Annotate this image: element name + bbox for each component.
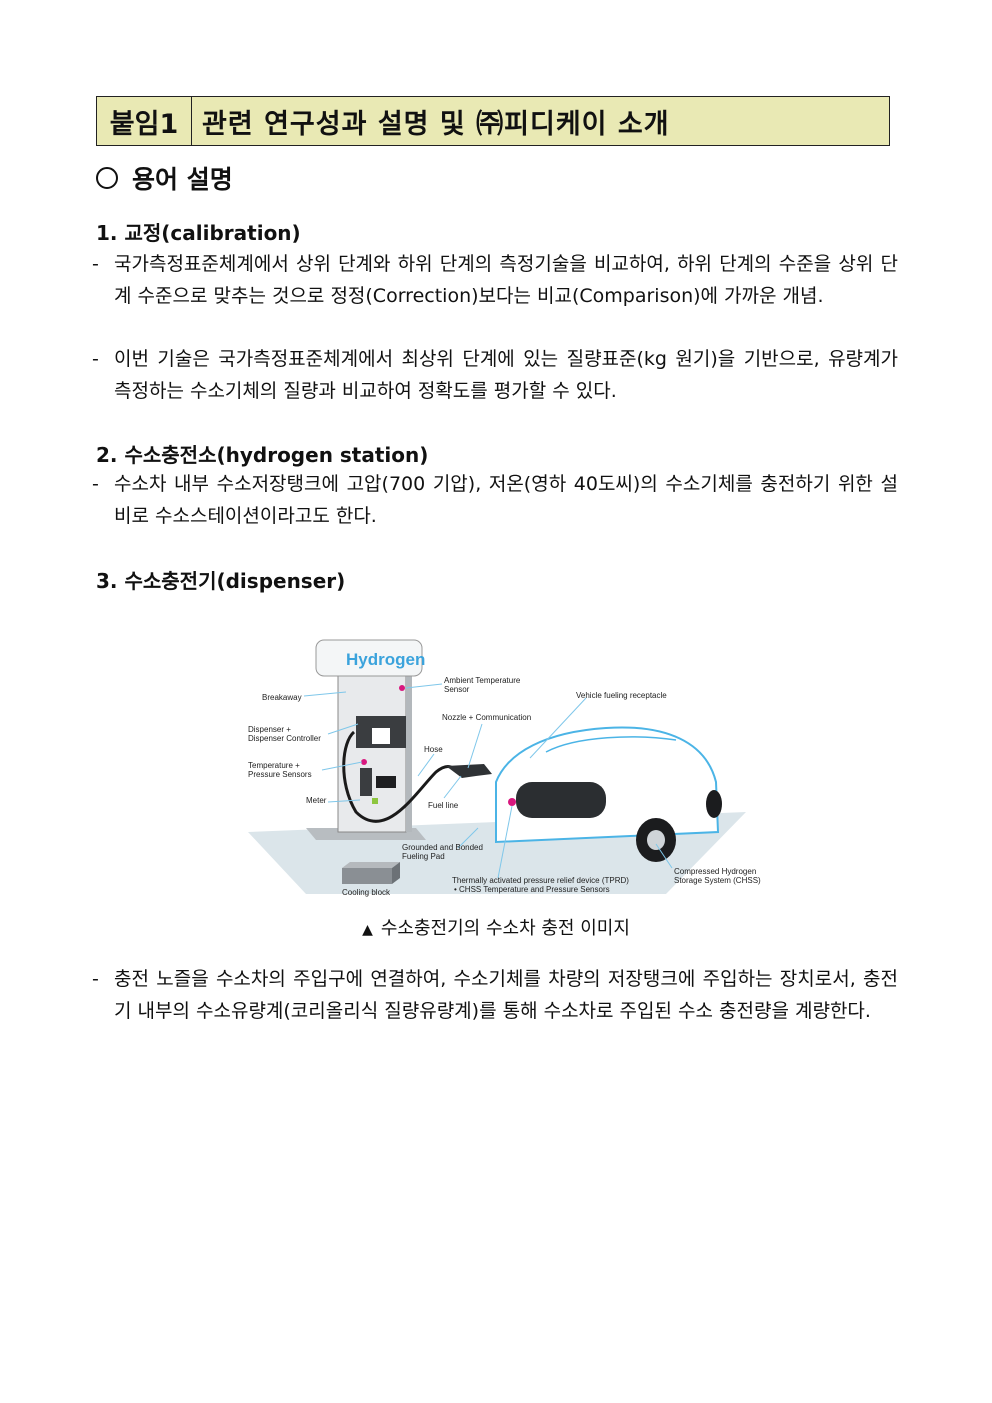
label-pressure-sensors: Pressure Sensors [248,770,312,779]
meter-indicator [372,798,378,804]
attachment-title: 관련 연구성과 설명 및 ㈜피디케이 소개 [202,108,670,140]
label-fueling-pad-2: Fueling Pad [402,852,445,861]
bullet-dash: - [92,253,99,275]
dispenser-diagram: Hydrogen Breakaway [248,639,761,897]
nozzle-shape [446,764,492,778]
term-title-hydrogen-station: 2. 수소충전소(hydrogen station) [96,443,429,467]
label-chss: Compressed Hydrogen [674,867,756,876]
sensor-dot [361,759,367,765]
cooling-block-top [342,862,400,868]
label-tprd: Thermally activated pressure relief devi… [452,876,629,885]
dispenser-side [406,674,412,832]
wheel-rear [706,790,722,818]
list-item: - 국가측정표준체계에서 상위 단계와 하위 단계의 측정기술을 비교하여, 하… [92,249,898,312]
triangle-up-icon: ▲ [362,922,373,938]
list-item: - 충전 노즐을 수소차의 주입구에 연결하여, 수소기체를 차량의 저장탱크에… [92,964,898,1027]
section-heading: 용어 설명 [96,160,233,196]
hydrogen-tank [516,782,606,818]
section-heading-text: 용어 설명 [132,165,233,194]
circle-icon [96,167,118,189]
list-item: - 수소차 내부 수소저장탱크에 고압(700 기압), 저온(영하 40도씨)… [92,469,898,532]
bullet-dash: - [92,348,99,370]
label-fueling-pad: Grounded and Bonded [402,843,483,852]
label-chss-2: Storage System (CHSS) [674,876,761,885]
figure-caption-text: 수소충전기의 수소차 충전 이미지 [380,918,630,939]
cooling-block-shape [342,868,392,884]
list-item: - 이번 기술은 국가측정표준체계에서 최상위 단계에 있는 질량표준(kg 원… [92,344,898,407]
label-dispenser-controller: Dispenser Controller [248,734,321,743]
bullet-dash: - [92,473,99,495]
dispenser-body [337,673,407,833]
term-title-dispenser: 3. 수소충전기(dispenser) [96,569,346,593]
label-chss-sensors: • CHSS Temperature and Pressure Sensors [454,885,610,894]
bullet-dash: - [92,968,99,990]
tprd-dot [508,798,516,806]
car-roofline [545,736,677,753]
label-breakaway: Breakaway [262,693,302,702]
label-dispenser: Dispenser + [248,725,291,734]
term-title-calibration: 1. 교정(calibration) [96,221,301,245]
attachment-title-box: 붙임1 관련 연구성과 설명 및 ㈜피디케이 소개 [96,96,890,146]
label-fuel-line: Fuel line [428,801,459,810]
list-item-text: 이번 기술은 국가측정표준체계에서 최상위 단계에 있는 질량표준(kg 원기)… [114,348,898,402]
figure-caption: ▲ 수소충전기의 수소차 충전 이미지 [0,914,992,940]
meter-display [376,776,396,788]
dispenser-screen [372,728,390,744]
hydrogen-sign [315,639,423,677]
cooling-block-side [392,862,400,884]
ambient-sensor-dot [399,685,405,691]
attachment-tag: 붙임1 [97,97,192,145]
label-ambient-sensor: Sensor [444,685,470,694]
hose-shape [342,730,457,823]
meter-shape [360,768,372,796]
hydrogen-sign-text: Hydrogen [346,650,425,669]
label-ambient-temperature: Ambient Temperature [444,676,521,685]
list-item-text: 국가측정표준체계에서 상위 단계와 하위 단계의 측정기술을 비교하여, 하위 … [114,253,898,307]
diagram-labels: Breakaway Dispenser + Dispenser Controll… [248,676,761,897]
list-item-text: 수소차 내부 수소저장탱크에 고압(700 기압), 저온(영하 40도씨)의 … [114,473,898,527]
list-item-text: 충전 노즐을 수소차의 주입구에 연결하여, 수소기체를 차량의 저장탱크에 주… [114,968,898,1022]
dispenser-illustration: Hydrogen Breakaway [246,632,770,902]
label-hose: Hose [424,745,443,754]
label-cooling-block: Cooling block [342,888,391,897]
wheel-front-hub [647,830,665,850]
label-temperature: Temperature + [248,761,300,770]
label-receptacle: Vehicle fueling receptacle [576,691,667,700]
label-meter: Meter [306,796,327,805]
label-nozzle: Nozzle + Communication [442,713,531,722]
leader-lines [303,683,673,879]
